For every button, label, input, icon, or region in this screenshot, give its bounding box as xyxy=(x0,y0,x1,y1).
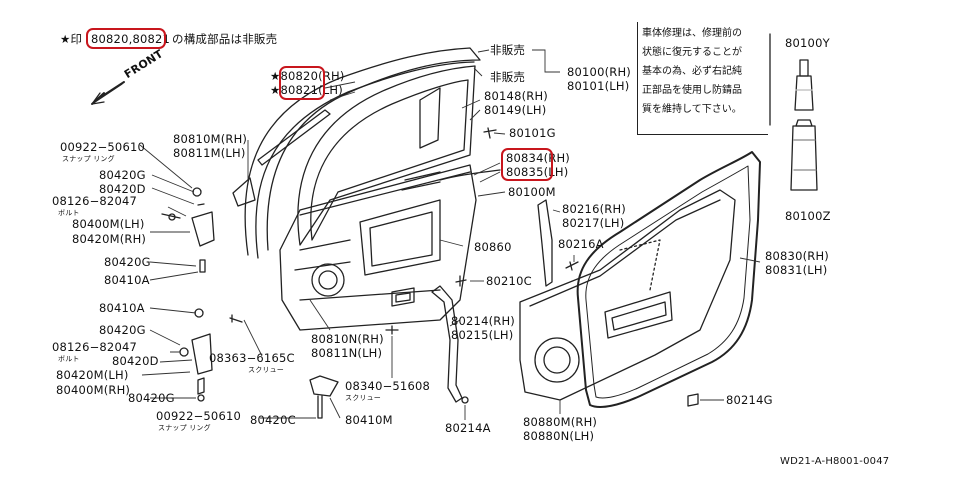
label-80811n: 80811N(LH) xyxy=(311,346,383,360)
door-check xyxy=(309,375,339,419)
label-80420m-2: 80420M(LH) xyxy=(56,368,129,382)
label-80860: 80860 xyxy=(474,240,512,254)
label-08126-b: 08126−82047 xyxy=(52,340,138,354)
header-part-refs: 80820,80821 xyxy=(91,32,171,46)
note-line-3: 基本の為、必ず右記純 xyxy=(642,66,742,77)
label-80834: 80834(RH) xyxy=(506,151,570,165)
header-star-prefix: ★印 xyxy=(60,32,83,46)
screw-08363 xyxy=(229,314,243,323)
note-line-4: 正部品を使用し防錆品 xyxy=(642,85,742,96)
label-80101lh: 80101(LH) xyxy=(567,79,630,93)
lower-hinge xyxy=(179,308,213,402)
label-80811m: 80811M(LH) xyxy=(173,146,246,160)
label-80100y: 80100Y xyxy=(785,36,830,50)
label-08363: 08363−6165C xyxy=(209,351,295,365)
label-80820: ★80820(RH) xyxy=(270,69,345,83)
label-80400m-1: 80400M(LH) xyxy=(72,217,145,231)
bolt-80216a xyxy=(565,261,579,271)
label-80100rh: 80100(RH) xyxy=(567,65,631,79)
label-80148: 80148(RH) xyxy=(484,89,548,103)
label-00922-a-sub: スナップ リング xyxy=(62,155,115,163)
label-80830: 80830(RH) xyxy=(765,249,829,263)
label-80420d-1: 80420D xyxy=(99,182,146,196)
clip-80101g xyxy=(483,127,497,139)
label-80420g-1: 80420G xyxy=(99,168,146,182)
header-suffix: の構成部品は非販売 xyxy=(172,32,278,46)
label-80420m-1: 80420M(RH) xyxy=(72,232,147,246)
label-80100z: 80100Z xyxy=(785,209,831,223)
bolt-80210c xyxy=(455,275,467,287)
upper-hinge xyxy=(161,187,215,273)
label-80880m: 80880M(RH) xyxy=(523,415,598,429)
plug-80214g xyxy=(687,393,699,407)
label-08126-a-sub: ボルト xyxy=(58,209,80,217)
label-00922-a: 00922−50610 xyxy=(60,140,146,154)
label-80831: 80831(LH) xyxy=(765,263,828,277)
label-80217lh: 80217(LH) xyxy=(562,216,625,230)
label-80101g: 80101G xyxy=(509,126,556,140)
label-00922-b: 00922−50610 xyxy=(156,409,242,423)
note-line-5: 質を維持して下さい。 xyxy=(642,104,742,115)
highlight-ring-80834 xyxy=(501,148,553,181)
label-08126-b-sub: ボルト xyxy=(58,355,80,363)
label-80216a: 80216A xyxy=(558,237,604,251)
label-80420g-4: 80420G xyxy=(128,391,175,405)
note-line-1: 車体修理は、修理前の xyxy=(642,28,742,39)
label-80810m: 80810M(RH) xyxy=(173,132,248,146)
mirror-corner-piece xyxy=(232,177,256,207)
label-08363-sub: スクリュー xyxy=(248,366,284,374)
label-80410a-1: 80410A xyxy=(104,273,150,287)
label-80100m: 80100M xyxy=(508,185,556,199)
door-inner-panel xyxy=(279,164,501,331)
label-08126-a: 08126−82047 xyxy=(52,194,138,208)
label-80420g-3: 80420G xyxy=(99,323,146,337)
label-80149: 80149(LH) xyxy=(484,103,547,117)
outer-weatherstrip xyxy=(257,109,331,166)
label-00922-b-sub: スナップ リング xyxy=(158,424,211,432)
front-arrow-icon xyxy=(91,81,125,105)
label-80216rh: 80216(RH) xyxy=(562,202,626,216)
label-08340-sub: スクリュー xyxy=(345,394,381,402)
label-80214a: 80214A xyxy=(445,421,491,435)
label-80810n: 80810N(RH) xyxy=(311,332,384,346)
screw-08340 xyxy=(385,325,399,335)
label-80880n: 80880N(LH) xyxy=(523,429,595,443)
label-80400m-2: 80400M(RH) xyxy=(56,383,131,397)
label-80214g: 80214G xyxy=(726,393,773,407)
note-line-2: 状態に復元することが xyxy=(642,47,742,58)
label-80420d-2: 80420D xyxy=(112,354,159,368)
rear-channel xyxy=(537,199,553,287)
label-80420c: 80420C xyxy=(250,413,296,427)
label-hanbai-2: 非販売 xyxy=(490,70,526,84)
spray-bottle-icon xyxy=(794,59,814,111)
label-08340: 08340−51608 xyxy=(345,379,431,393)
highlight-ring-80820 xyxy=(279,66,325,100)
label-80214rh: 80214(RH) xyxy=(451,314,515,328)
label-80420g-2: 80420G xyxy=(104,255,151,269)
label-80215lh: 80215(LH) xyxy=(451,328,514,342)
label-80210c: 80210C xyxy=(486,274,532,288)
door-trim-panel xyxy=(519,189,736,401)
label-hanbai-1: 非販売 xyxy=(490,43,526,57)
highlight-ring-header xyxy=(86,28,166,49)
door-weatherstrip xyxy=(576,151,761,408)
footer-code: WD21-A-H8001-0047 xyxy=(780,456,890,467)
sealant-can-icon xyxy=(790,119,818,191)
label-80410a-2: 80410A xyxy=(99,301,145,315)
label-80410m: 80410M xyxy=(345,413,393,427)
repair-note-box xyxy=(637,22,768,135)
